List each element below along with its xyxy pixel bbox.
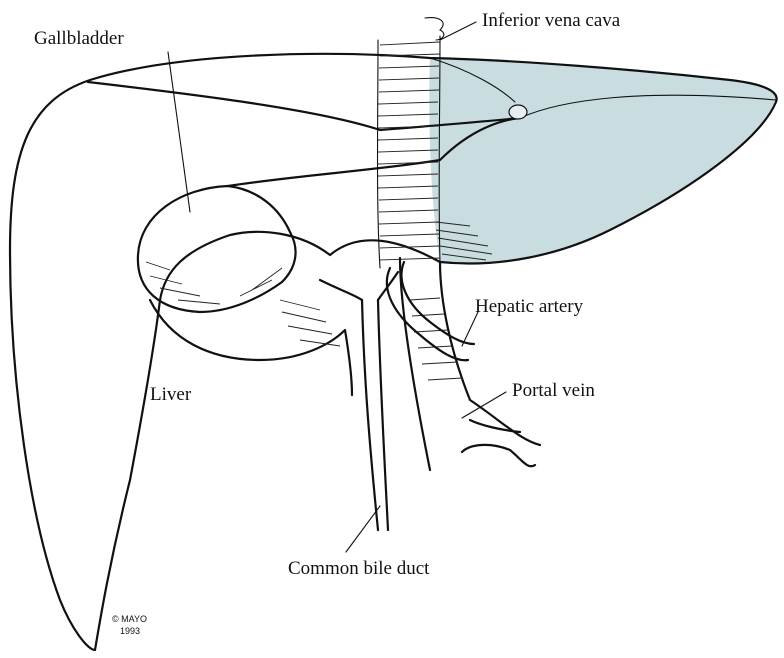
label-liver: Liver — [150, 384, 192, 405]
caudate-shading — [280, 300, 340, 346]
copyright-line-1: © MAYO — [112, 614, 147, 624]
hepatic-artery-leader — [462, 312, 478, 346]
bile-duct-leader — [346, 506, 380, 552]
label-common-bile-duct: Common bile duct — [288, 558, 430, 579]
common-bile-duct — [362, 300, 388, 530]
copyright-line-2: 1993 — [120, 626, 140, 636]
label-inferior-vena-cava: Inferior vena cava — [482, 10, 621, 31]
label-hepatic-artery: Hepatic artery — [475, 296, 584, 317]
caudate-curve — [150, 300, 352, 395]
gallbladder-leader — [168, 52, 190, 212]
label-portal-vein: Portal vein — [512, 380, 595, 401]
portal-vein-branch — [462, 420, 535, 466]
ivc-leader — [440, 22, 476, 40]
gallbladder-shading — [146, 262, 282, 304]
label-gallbladder: Gallbladder — [34, 28, 124, 49]
ligament-knot — [509, 105, 527, 119]
portal-vein-trunk — [400, 258, 540, 470]
